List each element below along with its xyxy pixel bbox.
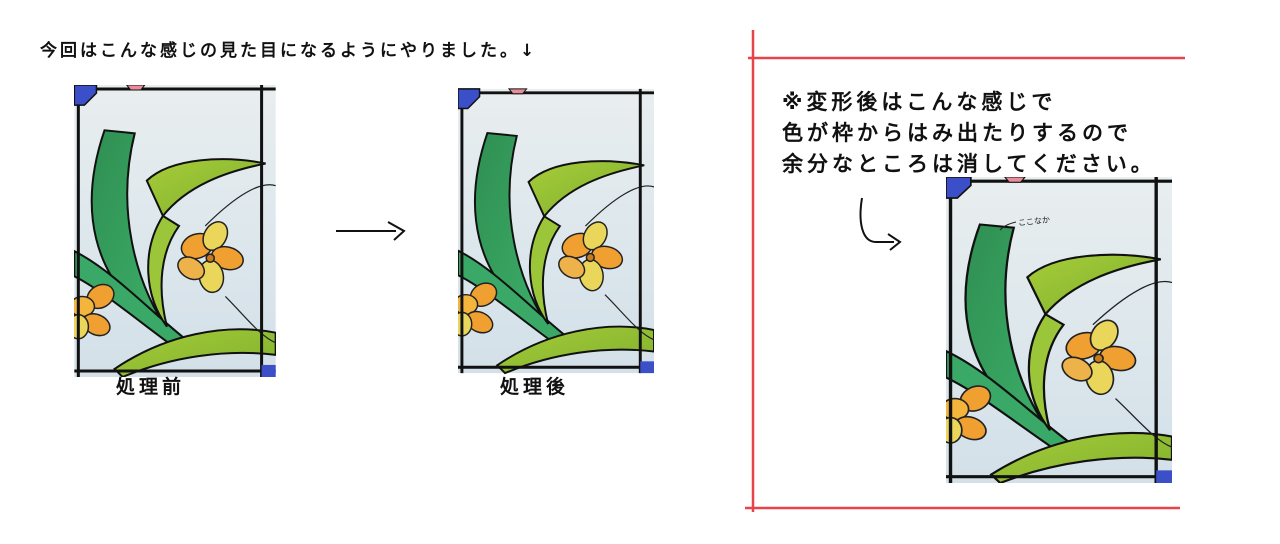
- after-caption: 処理後: [500, 376, 570, 398]
- right-arrow-icon: [336, 221, 406, 241]
- before-caption: 処理前: [116, 376, 186, 398]
- note-line-2: 色が枠からはみ出たりするので: [782, 121, 1132, 145]
- note-line-3: 余分なところは消してください。: [782, 152, 1156, 176]
- note-line-1: ※変形後はこんな感じで: [782, 90, 1057, 114]
- curved-arrow-icon: [859, 197, 902, 251]
- pointer-line: [999, 221, 1017, 231]
- instruction-text: 今回はこんな感じの見た目になるようにやりました。↓: [40, 41, 538, 61]
